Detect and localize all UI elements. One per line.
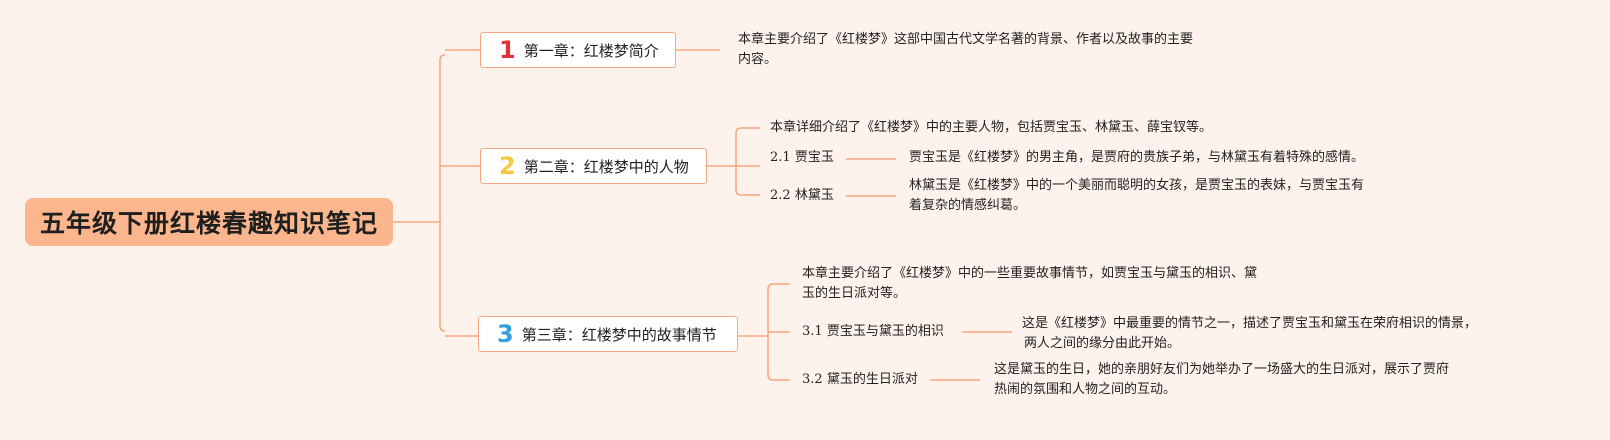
section-3-2-label[interactable]: 3.2 黛玉的生日派对: [802, 370, 918, 390]
root-title: 五年级下册红楼春趣知识笔记: [39, 209, 378, 238]
section-2-2-num: 2.2: [770, 188, 791, 203]
chapter-3-desc-line-1: 本章主要介绍了《红楼梦》中的一些重要故事情节，如贾宝玉与黛玉的相识、黛: [802, 266, 1258, 281]
section-2-1-desc-line-1: 贾宝玉是《红楼梦》的男主角，是贾府的贵族子弟，与林黛玉有着特殊的感情。: [909, 150, 1365, 165]
chapter-3-number-icon: 3: [497, 320, 514, 348]
section-2-2-label[interactable]: 2.2 林黛玉: [770, 186, 834, 206]
chapter-1-desc: 本章主要介绍了《红楼梦》这部中国古代文学名著的背景、作者以及故事的主要 内容。: [738, 30, 1193, 70]
section-3-1-title: 贾宝玉与黛玉的相识: [826, 324, 944, 339]
section-2-1-title: 贾宝玉: [794, 150, 834, 165]
section-3-1-desc-line-2: 两人之间的缘分由此开始。: [1024, 336, 1181, 351]
chapter-3-title: 第三章：红楼梦中的故事情节: [521, 325, 717, 344]
chapter-1-desc-line-1: 本章主要介绍了《红楼梦》这部中国古代文学名著的背景、作者以及故事的主要: [738, 32, 1194, 47]
section-2-2-desc-line-1: 林黛玉是《红楼梦》中的一个美丽而聪明的女孩，是贾宝玉的表妹，与贾宝玉有: [909, 178, 1365, 193]
section-3-2-title: 黛玉的生日派对: [826, 372, 918, 387]
section-2-1-num: 2.1: [770, 150, 791, 165]
section-2-1-desc: 贾宝玉是《红楼梦》的男主角，是贾府的贵族子弟，与林黛玉有着特殊的感情。: [909, 148, 1364, 168]
chapter-3-node[interactable]: 3 第三章：红楼梦中的故事情节: [478, 316, 738, 352]
root-node[interactable]: 五年级下册红楼春趣知识笔记: [25, 198, 393, 246]
chapter-3-desc: 本章主要介绍了《红楼梦》中的一些重要故事情节，如贾宝玉与黛玉的相识、黛 玉的生日…: [802, 264, 1257, 304]
chapter-1-node[interactable]: 1 第一章：红楼梦简介: [480, 32, 676, 68]
section-2-2-desc: 林黛玉是《红楼梦》中的一个美丽而聪明的女孩，是贾宝玉的表妹，与贾宝玉有 着复杂的…: [909, 176, 1364, 216]
section-3-1-num: 3.1: [802, 324, 823, 339]
chapter-1-number-icon: 1: [499, 36, 516, 64]
section-2-2-title: 林黛玉: [794, 188, 834, 203]
connector-spine: [439, 54, 446, 332]
chapter-3-desc-line-2: 玉的生日派对等。: [802, 286, 907, 301]
chapter-2-desc: 本章详细介绍了《红楼梦》中的主要人物，包括贾宝玉、林黛玉、薛宝钗等。: [770, 118, 1212, 138]
section-3-2-desc-line-2: 热闹的氛围和人物之间的互动。: [994, 382, 1177, 397]
chapter-2-number-icon: 2: [499, 152, 516, 180]
chapter-1-title: 第一章：红楼梦简介: [523, 41, 659, 60]
section-3-2-desc-line-1: 这是黛玉的生日，她的亲朋好友们为她举办了一场盛大的生日派对，展示了贾府: [994, 362, 1450, 377]
section-3-1-label[interactable]: 3.1 贾宝玉与黛玉的相识: [802, 322, 944, 342]
connector-ch2-spine: [735, 127, 742, 196]
chapter-2-node[interactable]: 2 第二章：红楼梦中的人物: [480, 148, 707, 184]
section-3-2-desc: 这是黛玉的生日，她的亲朋好友们为她举办了一场盛大的生日派对，展示了贾府 热闹的氛…: [994, 360, 1449, 400]
section-3-2-num: 3.2: [802, 372, 823, 387]
section-3-1-desc-line-1: 这是《红楼梦》中最重要的情节之一，描述了贾宝玉和黛玉在荣府相识的情景，: [1022, 316, 1478, 331]
section-2-2-desc-line-2: 着复杂的情感纠葛。: [909, 198, 1027, 213]
section-2-1-label[interactable]: 2.1 贾宝玉: [770, 148, 834, 168]
section-3-1-desc: 这是《红楼梦》中最重要的情节之一，描述了贾宝玉和黛玉在荣府相识的情景， 两人之间…: [1022, 314, 1477, 354]
chapter-2-desc-line-1: 本章详细介绍了《红楼梦》中的主要人物，包括贾宝玉、林黛玉、薛宝钗等。: [770, 120, 1213, 135]
chapter-2-title: 第二章：红楼梦中的人物: [523, 157, 689, 176]
chapter-1-desc-line-2: 内容。: [738, 52, 778, 67]
